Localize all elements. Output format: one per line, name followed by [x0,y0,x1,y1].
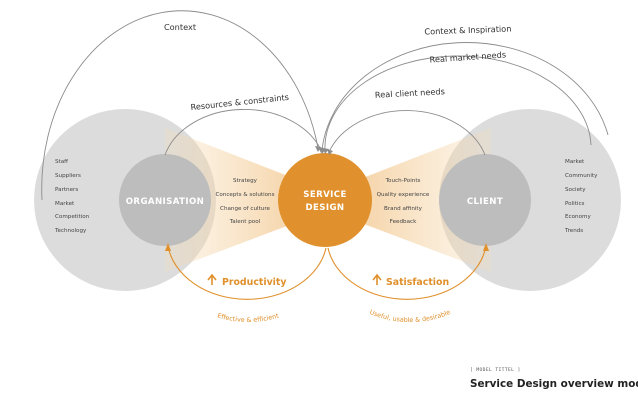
client-circle [439,154,531,246]
client-factor: Market [565,159,585,165]
client-bow-item: Touch-Points [385,178,421,184]
productivity-up-arrow-icon [207,273,217,285]
client-label: CLIENT [467,197,503,207]
organisation-bow-list: Strategy Concepts & solutions Change of … [215,178,274,225]
satisfaction-arc [327,245,487,300]
productivity-arc [167,245,327,300]
organisation-factor: Suppliers [55,173,81,179]
client-factor: Economy [565,214,591,220]
model-title: Service Design overview model [470,378,638,390]
organisation-circle [119,154,211,246]
organisation-bow-item: Strategy [233,178,258,184]
real-client-needs-label: Real client needs [375,86,446,100]
satisfaction-sublabel: Useful, usable & desirable [368,308,451,324]
client-factor: Trends [564,228,583,234]
organisation-factors-list: Staff Suppliers Partners Market Competit… [54,159,90,234]
service-design-label-line1: SERVICE [303,190,347,200]
satisfaction-arc-arrowhead [483,243,489,251]
organisation-bow-shape [165,128,324,272]
satisfaction-up-arrow-icon [372,273,382,285]
productivity-arc-arrowhead [165,243,171,251]
model-kicker: [ MODEL TITTEL ] [470,368,521,373]
real-market-needs-arc [324,55,592,152]
client-factor: Society [565,187,586,193]
organisation-factor: Technology [54,228,87,234]
satisfaction-group: Satisfaction [372,273,449,288]
client-bow-item: Feedback [390,219,417,225]
client-factor: Community [565,173,598,179]
productivity-label: Productivity [222,277,287,288]
service-design-label-line2: DESIGN [305,203,344,213]
satisfaction-label: Satisfaction [386,277,449,288]
context-label: Context [164,22,197,32]
client-factor: Politics [565,201,585,207]
organisation-factor: Competition [55,214,90,220]
context-inspiration-arc [321,42,609,151]
productivity-group: Productivity [207,273,287,288]
client-bow-list: Touch-Points Quality experience Brand af… [377,178,430,225]
resources-arc [164,109,322,156]
client-bow-item: Brand affinity [384,206,423,212]
client-bow-shape [332,128,491,272]
organisation-bow-item: Talent pool [229,219,261,225]
organisation-factor: Market [55,201,75,207]
organisation-bow-item: Concepts & solutions [215,192,274,198]
organisation-factor: Staff [55,159,68,165]
real-client-needs-arrowhead [327,149,333,155]
real-client-needs-arc [328,110,486,156]
client-bow-item: Quality experience [377,192,430,198]
context-arc [41,10,319,201]
organisation-bow-item: Change of culture [220,206,270,212]
organisation-factor: Partners [55,187,78,193]
context-inspiration-label: Context & Inspiration [424,23,511,36]
service-design-circle [278,153,372,247]
client-factors-list: Market Community Society Politics Econom… [564,159,598,234]
real-market-needs-label: Real market needs [429,49,506,64]
organisation-label: ORGANISATION [126,197,205,207]
productivity-sublabel: Effective & efficient [216,311,280,324]
